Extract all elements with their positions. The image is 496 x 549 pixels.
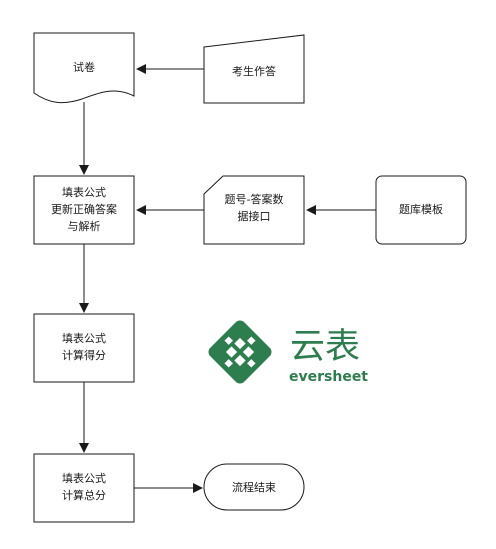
arrow-head [79, 165, 89, 175]
process-box [33, 175, 135, 245]
node-qno-data-interface-line-2: 据接口 [238, 209, 271, 223]
node-process-end: 流程结束 [203, 463, 305, 511]
arrow-head [193, 483, 203, 493]
process-box [33, 313, 135, 383]
card-shape [203, 175, 305, 245]
node-qno-data-interface-line-1: 题号-答案数 [225, 192, 284, 206]
edge-paper-to-update [79, 102, 89, 175]
eversheet-logo-cjk: 云表 [290, 327, 360, 367]
node-fill-formula-total-line-2: 计算总分 [62, 488, 106, 502]
node-student-answer: 考生作答 [203, 34, 305, 104]
arrow-head [79, 303, 89, 313]
node-student-answer-label: 考生作答 [232, 64, 276, 78]
node-bank-template-label: 题库模板 [399, 202, 443, 216]
eversheet-logo-latin: eversheet [289, 369, 368, 385]
node-paper-label: 试卷 [73, 60, 95, 74]
process-box [33, 453, 135, 523]
manual-input-shape [203, 34, 305, 104]
arrow-head [136, 205, 146, 215]
node-qno-data-interface: 题号-答案数 据接口 [203, 175, 305, 245]
node-paper: 试卷 [33, 32, 135, 104]
node-fill-formula-update: 填表公式 更新正确答案 与解析 [33, 175, 135, 245]
edge-update-to-score [79, 244, 89, 313]
node-fill-formula-score-line-1: 填表公式 [62, 331, 106, 345]
node-fill-formula-score-line-2: 计算得分 [62, 348, 106, 362]
node-fill-formula-update-line-1: 填表公式 [62, 185, 106, 199]
node-fill-formula-update-line-2: 更新正确答案 [51, 202, 117, 216]
node-fill-formula-total: 填表公式 计算总分 [33, 453, 135, 523]
node-fill-formula-total-line-1: 填表公式 [62, 471, 106, 485]
arrow-head [79, 443, 89, 453]
node-fill-formula-score: 填表公式 计算得分 [33, 313, 135, 383]
node-bank-template: 题库模板 [375, 175, 467, 245]
node-process-end-label: 流程结束 [232, 480, 276, 494]
edge-answer-to-paper [136, 64, 204, 74]
edge-bank-to-interface [306, 205, 376, 215]
document-shape [33, 32, 135, 104]
terminator-shape [203, 463, 305, 511]
arrow-head [306, 205, 316, 215]
edge-total-to-end [134, 483, 203, 493]
arrow-head [136, 64, 146, 74]
node-fill-formula-update-line-3: 与解析 [68, 219, 101, 233]
edge-interface-to-update [136, 205, 204, 215]
edge-score-to-total [79, 382, 89, 453]
eversheet-logo: 云表 eversheet [208, 320, 368, 385]
eversheet-logo-icon [208, 320, 272, 384]
